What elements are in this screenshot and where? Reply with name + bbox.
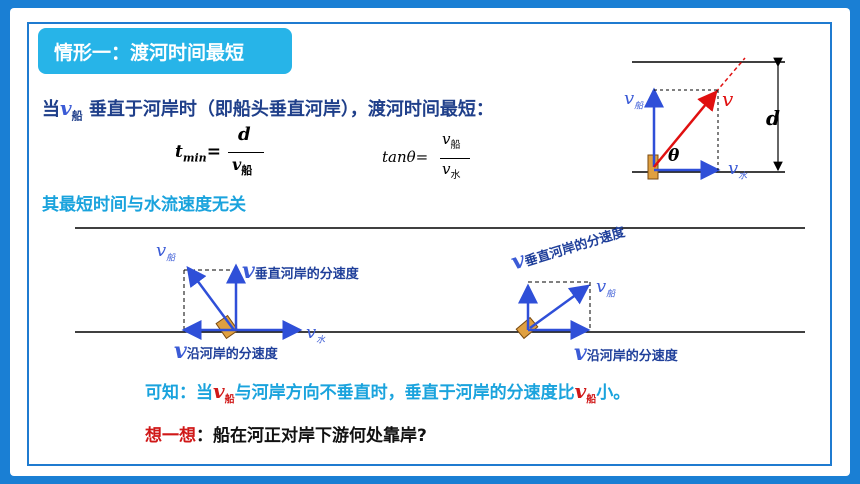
label-v-boat-left: v船 bbox=[156, 240, 175, 264]
formula1-numerator: d bbox=[238, 124, 251, 145]
c: v bbox=[242, 258, 255, 284]
knowing-line: 可知：当v船与河岸方向不垂直时，垂直于河岸的分速度比v船小。 bbox=[145, 378, 630, 405]
f: 水 bbox=[316, 335, 326, 346]
h: 沿河岸的分速度 bbox=[186, 347, 278, 362]
v-sub: 船 bbox=[71, 109, 83, 123]
label-d: d bbox=[766, 106, 780, 130]
think-label: 想一想 bbox=[145, 426, 196, 446]
lws: 水 bbox=[738, 171, 748, 182]
den-sub: 船 bbox=[241, 164, 253, 178]
label-v-boat-right: v船 bbox=[596, 276, 615, 300]
km: 与河岸方向不垂直时，垂直于河岸的分速度比 bbox=[234, 383, 575, 403]
label-v-along-right: v沿河岸的分速度 bbox=[574, 340, 678, 366]
den2-sub: 水 bbox=[450, 170, 461, 181]
lvs: 船 bbox=[634, 101, 644, 112]
condition-line: 当v船 垂直于河岸时（即船头垂直河岸），渡河时间最短： bbox=[42, 95, 494, 124]
ks2: 船 bbox=[586, 394, 597, 406]
n: 沿河岸的分速度 bbox=[586, 349, 678, 364]
section-title: 情形一：渡河时间最短 bbox=[38, 28, 292, 74]
label-v-resultant: v bbox=[722, 87, 734, 111]
v-symbol: v bbox=[60, 96, 72, 120]
condition-suffix: 垂直于河岸时（即船头垂直河岸），渡河时间最短： bbox=[82, 99, 494, 120]
lv: v bbox=[624, 88, 635, 109]
kv: v bbox=[213, 379, 225, 403]
label-v-water-left: v水 bbox=[306, 322, 325, 346]
section-title-text: 情形一：渡河时间最短 bbox=[54, 41, 245, 64]
k: v bbox=[596, 276, 607, 297]
b: 船 bbox=[166, 253, 176, 264]
a: v bbox=[156, 240, 167, 261]
diagram-top-right bbox=[632, 57, 785, 180]
formula-tan: tanθ= bbox=[382, 148, 429, 166]
g: v bbox=[174, 338, 187, 364]
t-symbol: t bbox=[175, 142, 183, 162]
diagram-left bbox=[181, 263, 303, 340]
label-v-water-top: v水 bbox=[728, 158, 747, 182]
formula-tmin: tmin= bbox=[175, 142, 221, 164]
t-sub: min bbox=[182, 151, 207, 165]
content-frame bbox=[27, 22, 832, 466]
label-v-perp-left: v垂直河岸的分速度 bbox=[242, 258, 359, 284]
num-v: v bbox=[442, 130, 451, 148]
ks: 船 bbox=[224, 394, 235, 406]
think-line: 想一想：船在河正对岸下游何处靠岸? bbox=[145, 421, 427, 446]
label-v-along-left: v沿河岸的分速度 bbox=[174, 338, 278, 364]
formula2-denominator: v水 bbox=[442, 160, 460, 181]
kv2: v bbox=[574, 379, 587, 403]
den2-v: v bbox=[442, 160, 451, 178]
den-v: v bbox=[232, 155, 242, 174]
d: 垂直河岸的分速度 bbox=[254, 267, 359, 282]
l: 船 bbox=[606, 289, 616, 300]
diagram-right bbox=[515, 281, 591, 340]
conclusion-text: 其最短时间与水流速度无关 bbox=[42, 195, 246, 215]
equals: = bbox=[206, 142, 221, 162]
m: v bbox=[574, 340, 587, 366]
v-boat-arrow-right bbox=[529, 284, 591, 330]
think-text: ：船在河正对岸下游何处靠岸? bbox=[196, 426, 427, 446]
kp: 可知：当 bbox=[145, 383, 213, 403]
slide bbox=[10, 8, 850, 476]
lw: v bbox=[728, 158, 739, 179]
v-resultant-arrow bbox=[653, 90, 718, 168]
v-boat-arrow-left bbox=[186, 265, 236, 331]
label-v-boat-top: v船 bbox=[624, 88, 643, 112]
label-theta: θ bbox=[668, 146, 680, 166]
e: v bbox=[306, 322, 317, 343]
fraction-bar-1 bbox=[228, 152, 264, 153]
condition-prefix: 当 bbox=[42, 99, 60, 120]
formula1-denominator: v船 bbox=[232, 155, 252, 178]
formula2-numerator: v船 bbox=[442, 130, 460, 151]
resultant-extension bbox=[715, 57, 746, 93]
num-sub: 船 bbox=[450, 140, 461, 151]
fraction-bar-2 bbox=[440, 158, 470, 159]
ksf: 小。 bbox=[596, 383, 631, 403]
